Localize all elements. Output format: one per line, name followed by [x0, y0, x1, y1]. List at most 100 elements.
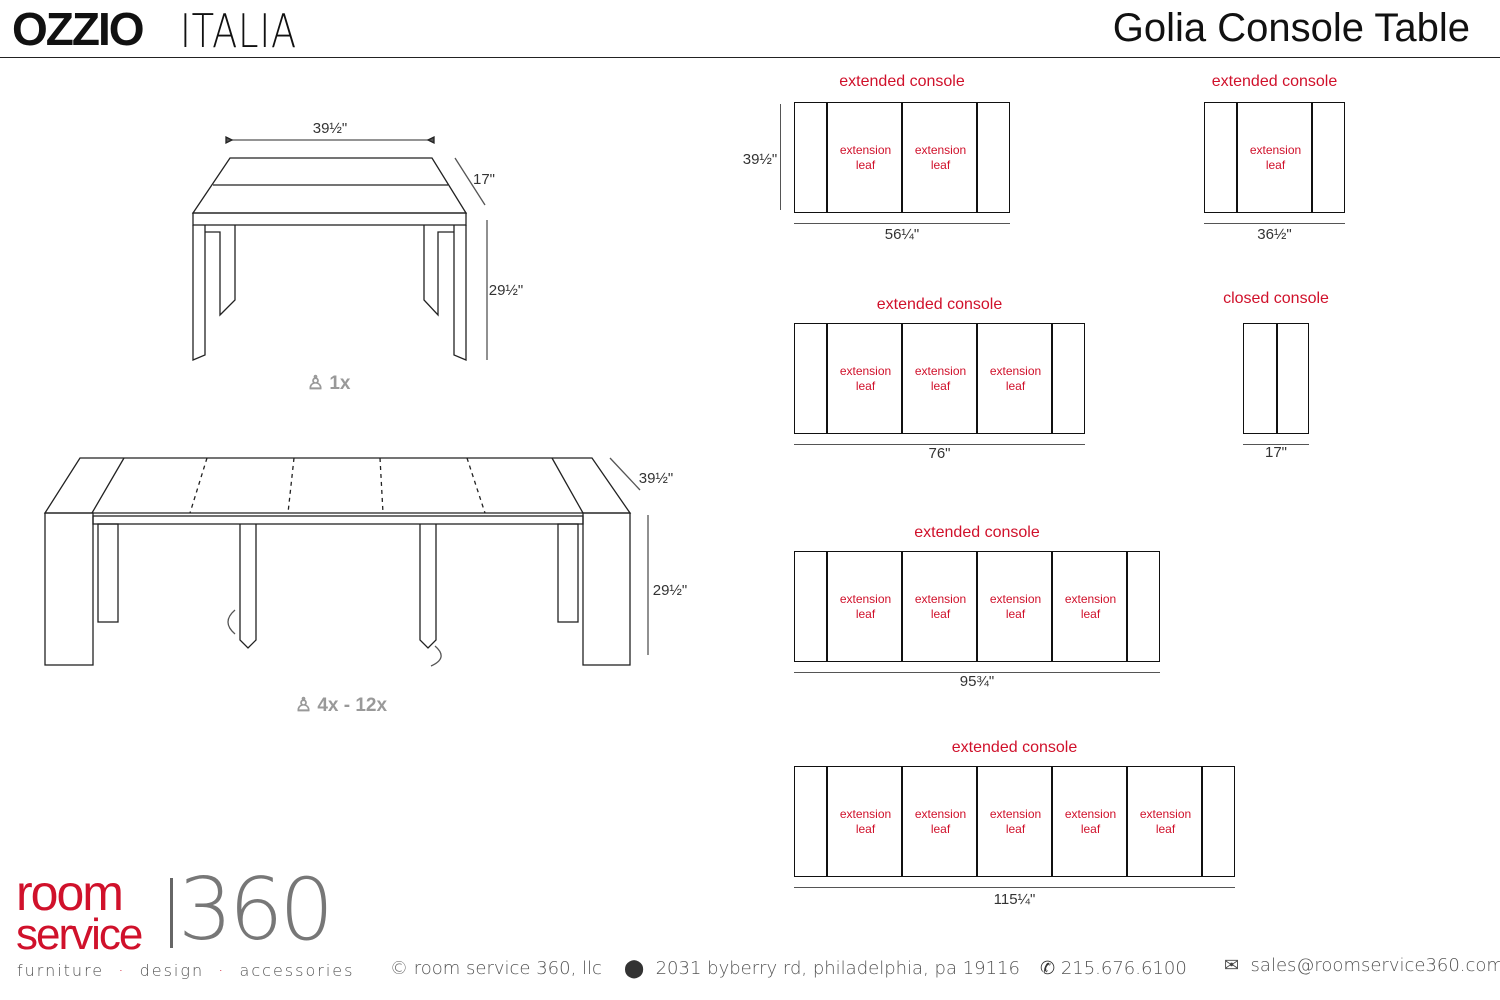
- width-dim-line: [1204, 223, 1345, 224]
- extended-depth-dim: 39½": [638, 470, 674, 487]
- phone: ✆ 215.676.6100: [1040, 958, 1187, 979]
- closed-height-dim: 29½": [488, 282, 524, 299]
- plan-outline: extension leaf extension leaf extension le…: [794, 551, 1160, 662]
- extension-leaf: extension leaf: [903, 767, 978, 876]
- leaf-label: extension leaf: [1139, 806, 1192, 836]
- leaf-label: extension leaf: [839, 142, 892, 172]
- tagline: furniture · design · accessories: [17, 961, 355, 980]
- leaf-divider: [1051, 767, 1053, 876]
- extension-leaf: extension leaf: [828, 324, 903, 433]
- width-dim-line: [794, 444, 1085, 445]
- envelope-icon: ✉: [1224, 955, 1240, 976]
- copyright: © room service 360, llc: [390, 958, 602, 979]
- plan-outline: extension leaf extension leaf extension le…: [794, 766, 1235, 877]
- leaf-label: extension leaf: [839, 806, 892, 836]
- seating-closed: ♙ 1x: [307, 372, 350, 395]
- leaf-label: extension leaf: [1249, 142, 1302, 172]
- phone-icon: ✆: [1040, 958, 1056, 979]
- address-text: 2031 byberry rd, philadelphia, pa 19116: [655, 958, 1020, 979]
- seats-label: 4x - 12x: [317, 695, 388, 716]
- leaf-label: extension leaf: [914, 591, 967, 621]
- leaf-label: extension leaf: [989, 363, 1042, 393]
- leaf-label: extension leaf: [914, 806, 967, 836]
- leaf-divider: [901, 324, 903, 433]
- leaf-divider: [1201, 767, 1203, 876]
- plan-width-dim: 76": [928, 445, 951, 462]
- tagline-item: design: [139, 961, 205, 980]
- roomservice-logo: room service: [16, 868, 143, 959]
- width-dim-line: [794, 223, 1010, 224]
- plan-width-dim: 95¾": [959, 673, 995, 690]
- plan-width-dim: 36½": [1257, 226, 1292, 243]
- leaf-divider: [901, 552, 903, 661]
- leaf-divider: [976, 767, 978, 876]
- plan-outline: extension leaf extension leaf: [794, 102, 1010, 213]
- plan-title: extended console: [839, 73, 965, 90]
- leaf-divider: [1126, 767, 1128, 876]
- leaf-divider: [826, 767, 828, 876]
- closed-console-drawing: [191, 135, 488, 361]
- logo-divider: [170, 878, 173, 948]
- leaf-label: extension leaf: [1064, 806, 1117, 836]
- leaf-label: extension leaf: [989, 806, 1042, 836]
- closed-width-dim: 39½": [312, 120, 348, 137]
- extension-leaf: extension leaf: [828, 103, 903, 212]
- extension-leaf: extension leaf: [903, 103, 978, 212]
- leaf-divider: [826, 324, 828, 433]
- leaf-label: extension leaf: [1064, 591, 1117, 621]
- extension-leaf: extension leaf: [978, 552, 1053, 661]
- leaf-divider: [1236, 103, 1238, 212]
- extension-leaf: extension leaf: [1053, 767, 1128, 876]
- extension-leaf: extension leaf: [903, 324, 978, 433]
- extended-console-drawing: [43, 457, 649, 667]
- map-pin-icon: ⬤: [624, 958, 645, 979]
- plan-width-dim: 56¼": [884, 226, 920, 243]
- phone-text[interactable]: 215.676.6100: [1060, 958, 1187, 979]
- plan-title: extended console: [951, 739, 1078, 756]
- leaf-divider: [976, 324, 978, 433]
- extension-leaf: extension leaf: [1053, 552, 1128, 661]
- plan-title: extended console: [914, 524, 1040, 541]
- tagline-item: furniture: [17, 961, 105, 980]
- person-seated-icon: ♙: [307, 373, 325, 394]
- leaf-label: extension leaf: [989, 591, 1042, 621]
- plan-title: closed console: [1223, 290, 1329, 307]
- leaf-label: extension leaf: [914, 142, 967, 172]
- width-dim-line: [794, 672, 1160, 673]
- leaf-divider: [976, 103, 978, 212]
- leaf-divider: [826, 552, 828, 661]
- plan-outline: extension leaf: [1204, 102, 1345, 213]
- leaf-divider: [901, 767, 903, 876]
- plan-title: extended console: [876, 296, 1003, 313]
- plan-outline: extension leaf extension leaf extension le…: [794, 323, 1085, 434]
- plan-width-dim: 115¼": [993, 891, 1036, 908]
- italia-logo: ITALIA: [180, 4, 297, 58]
- width-dim-line: [1243, 444, 1309, 445]
- leaf-label: extension leaf: [839, 591, 892, 621]
- extension-leaf: extension leaf: [978, 767, 1053, 876]
- leaf-divider: [1126, 552, 1128, 661]
- plan-width-dim: 17": [1264, 444, 1288, 461]
- extension-leaf: extension leaf: [1128, 767, 1203, 876]
- plan-depth-dim: 39½": [742, 151, 778, 168]
- seats-label: 1x: [329, 373, 351, 394]
- logo-service: service: [16, 910, 143, 959]
- leaf-divider: [826, 103, 828, 212]
- email-link[interactable]: sales@roomservice360.com: [1250, 955, 1500, 976]
- leaf-label: extension leaf: [839, 363, 892, 393]
- leaf-divider: [1311, 103, 1313, 212]
- leaf-divider: [901, 103, 903, 212]
- header-divider: [0, 57, 1500, 58]
- closed-divider: [1276, 324, 1278, 433]
- extension-leaf: extension leaf: [1238, 103, 1313, 212]
- logo-360: 360: [178, 860, 334, 960]
- tagline-item: accessories: [239, 961, 355, 980]
- leaf-divider: [976, 552, 978, 661]
- plan-outline: [1243, 323, 1309, 434]
- leaf-divider: [1051, 324, 1053, 433]
- extended-height-dim: 29½": [652, 582, 688, 599]
- extension-leaf: extension leaf: [828, 552, 903, 661]
- width-dim-line: [794, 887, 1235, 888]
- depth-dim-line: [780, 104, 781, 210]
- extension-leaf: extension leaf: [978, 324, 1053, 433]
